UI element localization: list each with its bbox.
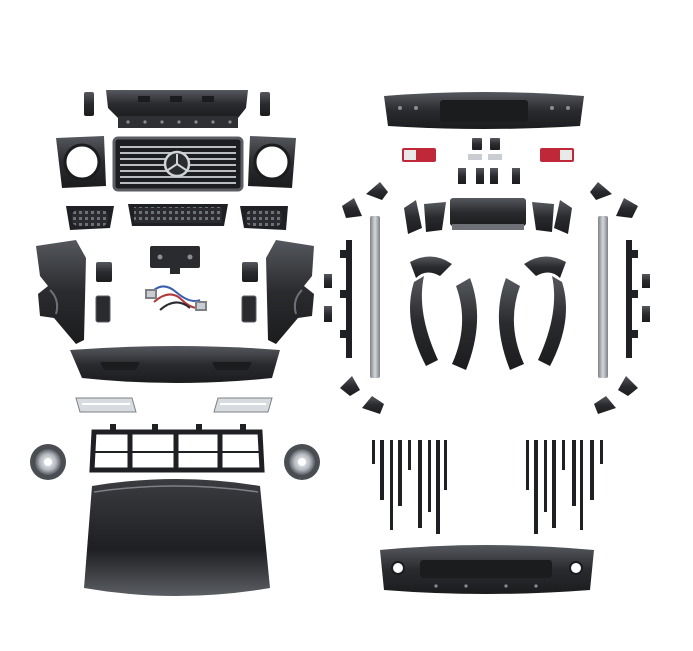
left-taillight <box>402 148 436 162</box>
left-small-clip-a <box>324 274 332 288</box>
left-led-drl <box>75 397 137 413</box>
right-fog-vent <box>240 206 288 230</box>
front-lower-bumper <box>70 346 280 383</box>
right-small-clip-a <box>642 274 650 288</box>
front-upper-trim <box>106 90 248 128</box>
right-rear-flare <box>524 256 566 366</box>
right-small-bracket-b <box>241 295 257 323</box>
hood <box>84 479 270 596</box>
left-front-fender <box>36 240 86 344</box>
front-grille <box>112 136 244 192</box>
left-lower-mount-a <box>340 376 360 396</box>
right-small-bracket-a <box>242 262 258 282</box>
license-plate-bracket <box>150 246 200 274</box>
right-door-trim-strips <box>526 440 603 534</box>
right-led-drl <box>213 397 273 413</box>
right-lower-mount-b <box>594 396 616 414</box>
right-side-trim-b <box>532 202 554 232</box>
radiator-support-frame <box>89 429 265 473</box>
left-lower-mount-b <box>362 396 384 414</box>
rear-bracket-set <box>458 138 520 184</box>
left-fog-vent <box>66 206 114 230</box>
right-running-board-post <box>598 216 608 378</box>
right-taillight <box>540 148 574 162</box>
left-corner-mount-mid <box>342 198 362 218</box>
left-side-trim-b <box>424 202 446 232</box>
right-headlight-bezel <box>248 136 296 188</box>
right-end-cap <box>260 92 270 116</box>
left-front-flare <box>452 278 478 370</box>
right-corner-mount-top <box>590 182 612 200</box>
rear-bumper <box>384 92 584 129</box>
lower-grille-mesh <box>128 204 228 226</box>
left-small-bracket-a <box>96 262 112 282</box>
left-door-trim-strips <box>372 440 447 534</box>
right-side-trim-a <box>554 200 572 234</box>
left-fog-lamp <box>30 444 66 480</box>
left-corner-mount-top <box>366 182 388 200</box>
right-fog-lamp <box>284 444 320 480</box>
left-end-cap <box>84 92 94 116</box>
right-front-fender <box>266 240 314 344</box>
left-small-bracket-b <box>95 295 111 323</box>
right-step-bracket <box>626 240 638 358</box>
left-running-board-post <box>370 216 380 378</box>
rear-lower-bumper <box>380 545 594 594</box>
left-side-trim-a <box>404 200 422 234</box>
right-lower-mount-a <box>618 376 638 396</box>
right-small-clip-b <box>642 306 650 322</box>
right-front-flare <box>498 278 524 370</box>
roof-spoiler <box>450 198 526 230</box>
wiring-harness <box>145 285 207 311</box>
left-headlight-bezel <box>56 136 106 188</box>
left-rear-flare <box>410 256 452 366</box>
radiator-support-tabs <box>110 424 246 434</box>
left-small-clip-b <box>324 306 332 322</box>
left-step-bracket <box>340 240 352 358</box>
right-corner-mount-mid <box>616 198 638 218</box>
